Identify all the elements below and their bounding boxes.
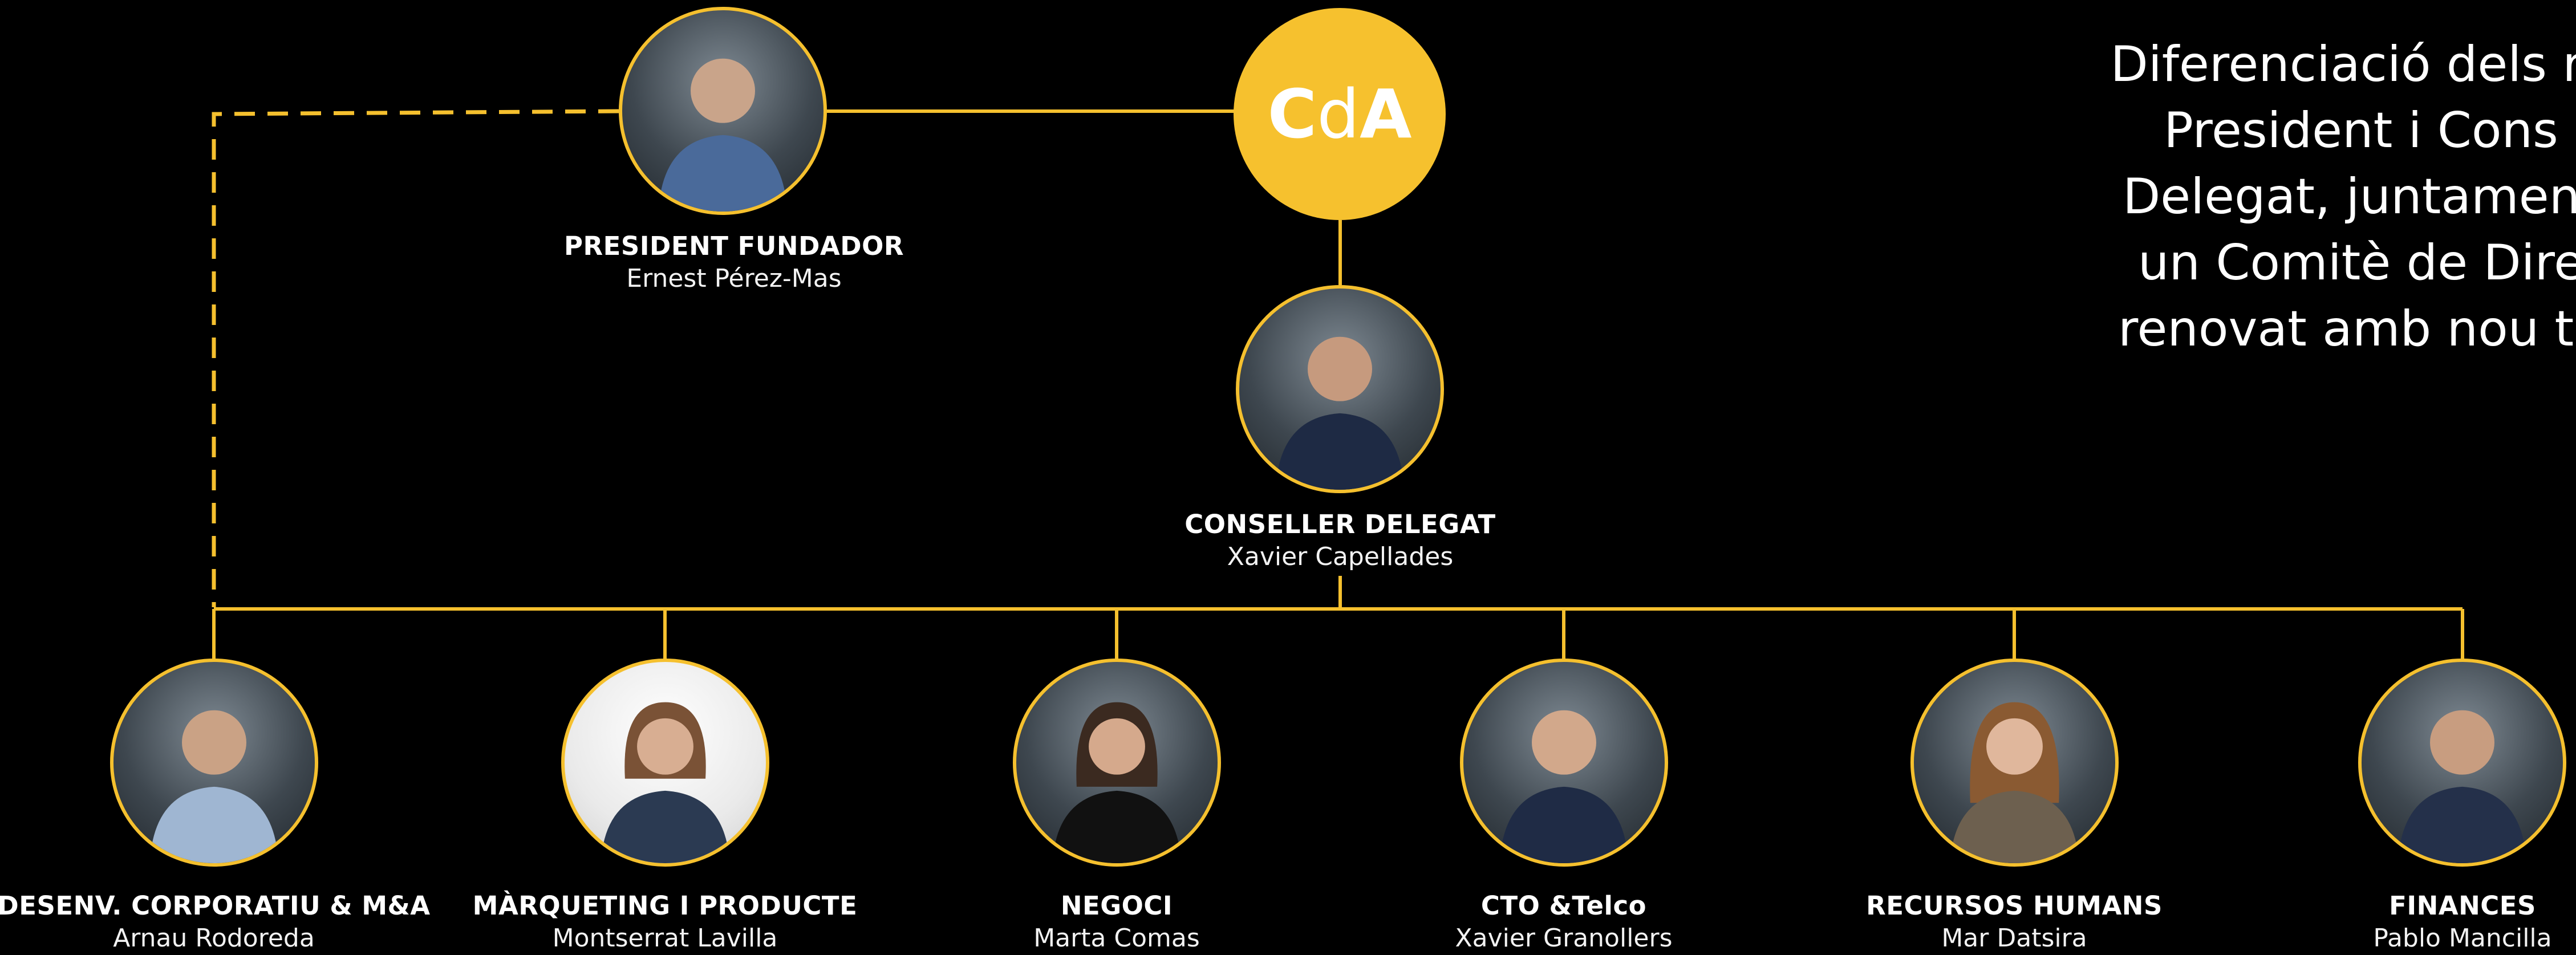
team-role-1: DESENV. CORPORATIU & M&A — [0, 891, 431, 921]
president-avatar — [619, 7, 827, 215]
cda-logo-a: A — [1360, 75, 1412, 153]
team-name-6: Pablo Mancilla — [2373, 924, 2552, 953]
team-avatar-1 — [110, 659, 318, 867]
ceo-role: CONSELLER DELEGAT — [1184, 509, 1496, 539]
person-photo-icon — [149, 710, 279, 863]
team-name-4: Xavier Granollers — [1455, 924, 1673, 953]
person-photo-icon — [1499, 710, 1629, 863]
president-role: PRESIDENT FUNDADOR — [563, 231, 904, 261]
person-photo-icon — [658, 58, 788, 212]
team-role-4: CTO &Telco — [1480, 891, 1647, 921]
ceo-avatar — [1236, 285, 1444, 493]
team-name-5: Mar Datsira — [1941, 924, 2087, 953]
cda-logo-d: d — [1317, 75, 1360, 153]
headline-line-1: Diferenciació dels ro — [2110, 36, 2576, 93]
team-avatar-3 — [1013, 659, 1221, 867]
cda-logo-c: C — [1267, 75, 1317, 153]
team-avatar-5 — [1910, 659, 2119, 867]
team-role-2: MÀRQUETING I PRODUCTE — [472, 891, 858, 921]
headline: Diferenciació dels ro President i Cons D… — [2019, 31, 2576, 362]
team-avatar-2 — [561, 659, 769, 867]
person-photo-icon — [1275, 336, 1405, 490]
team-name-2: Montserrat Lavilla — [552, 924, 778, 953]
ceo-name: Xavier Capellades — [1227, 542, 1454, 571]
team-name-1: Arnau Rodoreda — [113, 924, 315, 953]
team-role-6: FINANCES — [2389, 891, 2536, 921]
headline-line-2: President i Cons — [2164, 102, 2558, 159]
headline-line-3: Delegat, juntament — [2123, 168, 2576, 225]
connector-president-dashed — [212, 109, 619, 607]
person-photo-icon — [1950, 702, 2079, 863]
team-name-3: Marta Comas — [1033, 924, 1200, 953]
headline-line-4: un Comitè de Dire — [2138, 234, 2576, 291]
president-name: Ernest Pérez-Mas — [626, 264, 842, 293]
headline-line-5: renovat amb nou ta — [2118, 300, 2576, 357]
person-photo-icon — [2397, 710, 2527, 863]
person-photo-icon — [601, 702, 730, 863]
team-role-5: RECURSOS HUMANS — [1866, 891, 2163, 921]
team-avatar-6 — [2358, 659, 2566, 867]
team-avatar-4 — [1460, 659, 1668, 867]
person-photo-icon — [1052, 702, 1182, 863]
team-role-3: NEGOCI — [1060, 891, 1173, 921]
